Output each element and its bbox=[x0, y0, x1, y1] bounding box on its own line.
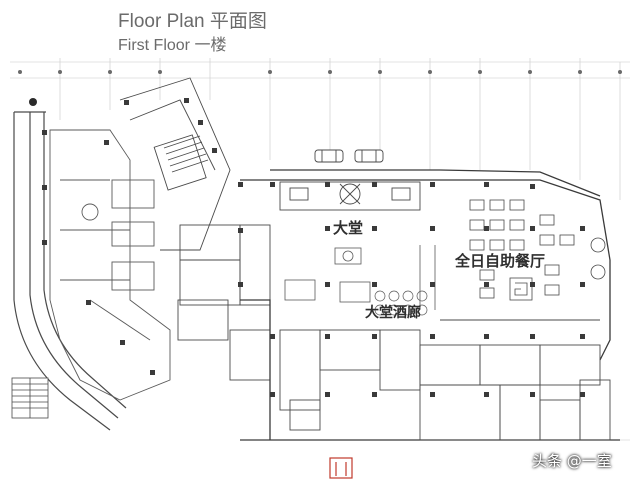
label-lobby: 大堂 bbox=[333, 219, 364, 237]
bar-seating bbox=[374, 290, 428, 316]
grid-bubbles bbox=[18, 70, 622, 106]
page-title: Floor Plan 平面图 bbox=[118, 11, 267, 32]
watermark: 头条 @一室 bbox=[532, 452, 612, 470]
stair-southwest bbox=[11, 377, 49, 419]
back-of-house bbox=[279, 319, 611, 441]
entrance-marker bbox=[329, 457, 353, 479]
angled-corridor bbox=[119, 77, 231, 251]
west-block bbox=[49, 129, 171, 401]
structural-columns bbox=[42, 98, 585, 397]
central-rooms bbox=[177, 224, 271, 381]
page-subtitle: First Floor 一楼 bbox=[118, 37, 227, 54]
label-all-day-dining: 全日自助餐厅 bbox=[455, 252, 546, 270]
lobby-entrance bbox=[279, 181, 421, 211]
main-outline bbox=[240, 169, 620, 441]
parked-cars bbox=[314, 149, 384, 163]
label-lobby-bar: 大堂酒廊 bbox=[365, 305, 421, 321]
lobby-furniture bbox=[284, 245, 436, 310]
dining-tables bbox=[469, 199, 606, 301]
